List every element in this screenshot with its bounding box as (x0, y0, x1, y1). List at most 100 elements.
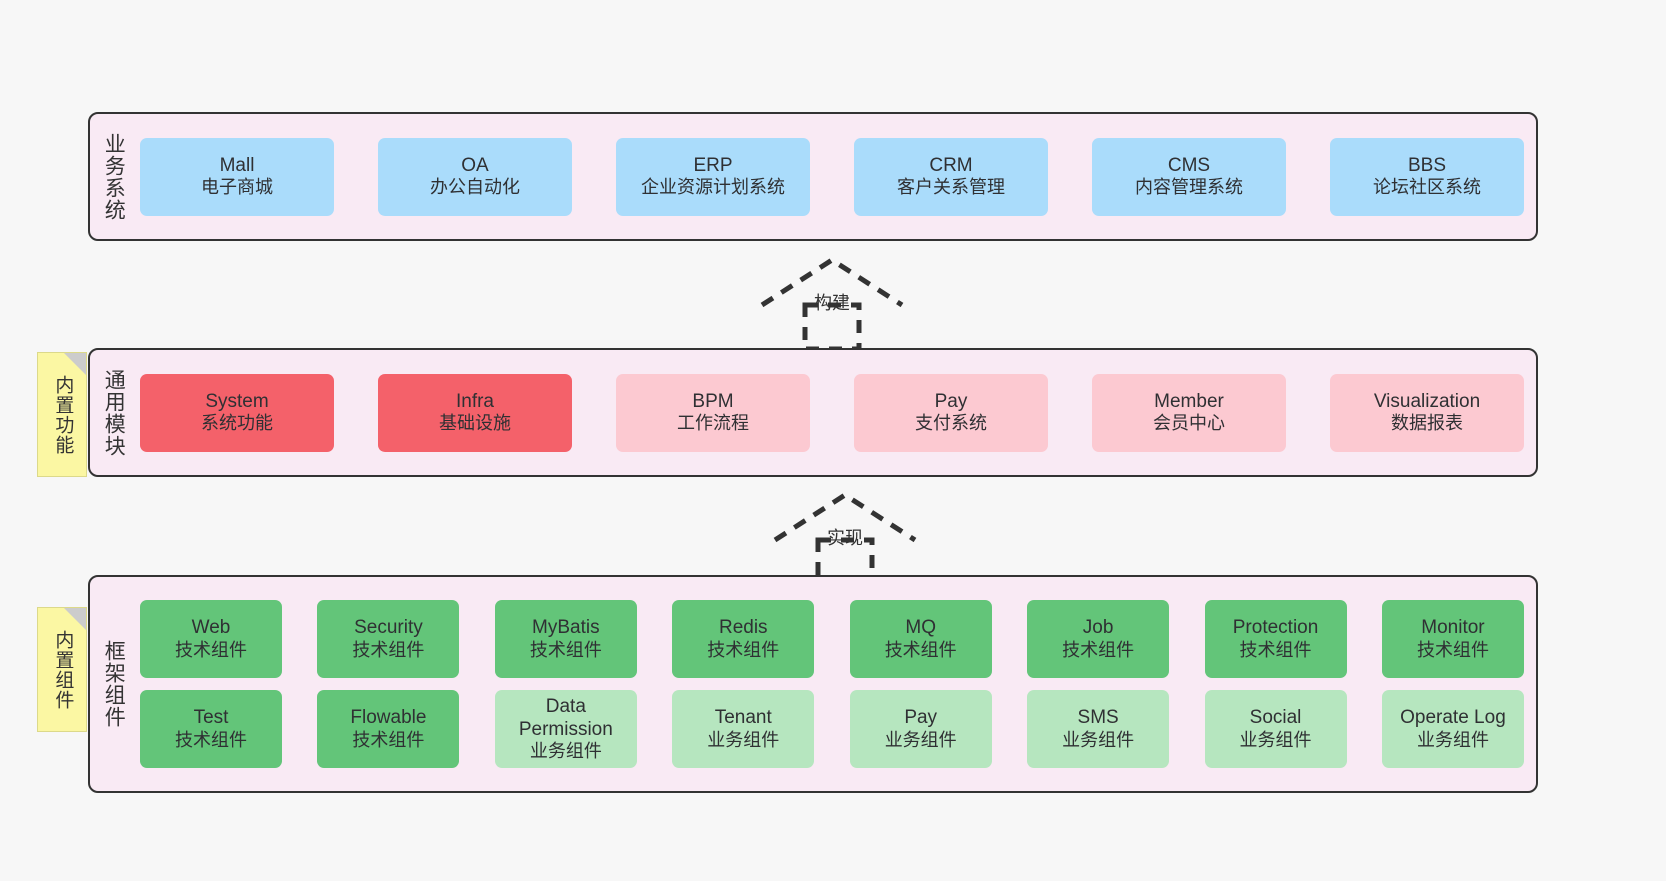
card-subtitle: 业务组件 (1062, 729, 1135, 750)
card-visualization[interactable]: Visualization 数据报表 (1330, 373, 1524, 452)
card-mybatis[interactable]: MyBatis 技术组件 (494, 600, 637, 678)
note-builtin-feature: 内置功能 (37, 352, 87, 477)
card-title: Protection (1232, 617, 1319, 639)
card-redis[interactable]: Redis 技术组件 (672, 600, 815, 678)
layer-body-business: Mall 电子商城 OA 办公自动化 ERP 企业资源计划系统 CRM 客户关系… (136, 114, 1536, 239)
card-title: Data Permission (518, 695, 613, 741)
card-subtitle: 业务组件 (529, 741, 602, 762)
card-title: Visualization (1373, 390, 1481, 412)
card-subtitle: 支付系统 (915, 413, 987, 434)
card-subtitle: 技术组件 (175, 639, 247, 660)
card-title: OA (461, 154, 489, 176)
card-title: MQ (905, 617, 936, 639)
card-title: Monitor (1421, 617, 1485, 639)
card-subtitle: 业务组件 (1239, 729, 1312, 750)
card-title: Pay (934, 390, 968, 412)
card-title: Web (191, 617, 231, 639)
card-subtitle: 技术组件 (1239, 639, 1312, 660)
card-bbs[interactable]: BBS 论坛社区系统 (1330, 137, 1524, 216)
card-title: Job (1082, 617, 1114, 639)
layer-title-modules: 通用模块 (102, 368, 126, 457)
layer-business-systems: 业务系统 Mall 电子商城 OA 办公自动化 ERP 企业资源计划系统 CRM… (88, 112, 1538, 241)
card-pay-component[interactable]: Pay 业务组件 (849, 690, 992, 768)
layer-common-modules: 通用模块 System 系统功能 Infra 基础设施 BPM 工作流程 Pay… (88, 348, 1538, 477)
card-oa[interactable]: OA 办公自动化 (378, 137, 572, 216)
card-mq[interactable]: MQ 技术组件 (849, 600, 992, 678)
card-security[interactable]: Security 技术组件 (317, 600, 460, 678)
card-subtitle: 论坛社区系统 (1373, 177, 1481, 198)
card-title: Mall (219, 154, 255, 176)
card-member[interactable]: Member 会员中心 (1092, 373, 1286, 452)
card-subtitle: 企业资源计划系统 (641, 177, 785, 198)
arrow-implement-label: 实现 (827, 528, 863, 548)
card-cms[interactable]: CMS 内容管理系统 (1092, 137, 1286, 216)
card-title: MyBatis (532, 617, 600, 639)
card-title: Infra (455, 390, 495, 412)
arrow-build: 构建 (757, 255, 907, 352)
card-subtitle: 系统功能 (201, 413, 273, 434)
note-label: 内置功能 (52, 374, 74, 455)
card-bpm[interactable]: BPM 工作流程 (616, 373, 810, 452)
layer-body-framework: Web 技术组件 Security 技术组件 MyBatis 技术组件 Redi… (136, 577, 1536, 791)
card-subtitle: 会员中心 (1153, 413, 1225, 434)
card-data-permission[interactable]: Data Permission 业务组件 (494, 690, 637, 768)
card-sms[interactable]: SMS 业务组件 (1027, 690, 1170, 768)
card-monitor[interactable]: Monitor 技术组件 (1381, 600, 1524, 678)
card-subtitle: 技术组件 (707, 639, 780, 660)
card-subtitle: 电子商城 (201, 177, 273, 198)
card-title: Redis (718, 617, 768, 639)
card-title: System (205, 390, 269, 412)
card-subtitle: 客户关系管理 (897, 177, 1005, 198)
card-subtitle: 技术组件 (529, 639, 602, 660)
card-title: Operate Log (1400, 707, 1506, 729)
card-erp[interactable]: ERP 企业资源计划系统 (616, 137, 810, 216)
card-title: CRM (929, 154, 973, 176)
card-title: Test (193, 707, 229, 729)
card-subtitle: 技术组件 (1062, 639, 1135, 660)
card-subtitle: 内容管理系统 (1135, 177, 1243, 198)
card-job[interactable]: Job 技术组件 (1027, 600, 1170, 678)
card-title: BBS (1407, 154, 1447, 176)
card-title: SMS (1077, 707, 1119, 729)
card-web[interactable]: Web 技术组件 (140, 600, 282, 678)
card-protection[interactable]: Protection 技术组件 (1204, 600, 1347, 678)
note-builtin-component: 内置组件 (37, 607, 87, 732)
card-subtitle: 技术组件 (1416, 639, 1489, 660)
card-title: Security (354, 617, 423, 639)
card-operate-log[interactable]: Operate Log 业务组件 (1381, 690, 1524, 768)
card-infra[interactable]: Infra 基础设施 (378, 373, 572, 452)
card-subtitle: 工作流程 (677, 413, 749, 434)
card-subtitle: 业务组件 (1416, 729, 1489, 750)
card-mall[interactable]: Mall 电子商城 (140, 137, 334, 216)
layer-title-business: 业务系统 (102, 132, 126, 221)
card-social[interactable]: Social 业务组件 (1204, 690, 1347, 768)
card-crm[interactable]: CRM 客户关系管理 (854, 137, 1048, 216)
card-subtitle: 技术组件 (884, 639, 957, 660)
layer-framework-components: 框架组件 Web 技术组件 Security 技术组件 MyBatis 技术组件… (88, 575, 1538, 793)
framework-row-business: Test 技术组件 Flowable 技术组件 Data Permission … (140, 690, 1524, 768)
card-title: Social (1249, 707, 1302, 729)
framework-row-tech: Web 技术组件 Security 技术组件 MyBatis 技术组件 Redi… (140, 600, 1524, 678)
card-flowable[interactable]: Flowable 技术组件 (317, 690, 460, 768)
card-title: ERP (693, 154, 733, 176)
card-title: Pay (904, 707, 938, 729)
arrow-build-label: 构建 (814, 293, 850, 313)
layer-body-modules: System 系统功能 Infra 基础设施 BPM 工作流程 Pay 支付系统… (136, 350, 1536, 475)
card-subtitle: 办公自动化 (430, 177, 520, 198)
card-title: Flowable (350, 707, 427, 729)
card-subtitle: 技术组件 (175, 729, 247, 750)
card-subtitle: 业务组件 (884, 729, 957, 750)
card-subtitle: 技术组件 (352, 729, 425, 750)
card-subtitle: 基础设施 (439, 413, 511, 434)
card-subtitle: 业务组件 (707, 729, 780, 750)
card-subtitle: 技术组件 (352, 639, 425, 660)
card-system[interactable]: System 系统功能 (140, 373, 334, 452)
card-subtitle: 数据报表 (1391, 413, 1463, 434)
card-tenant[interactable]: Tenant 业务组件 (672, 690, 815, 768)
arrow-implement: 实现 (770, 490, 920, 587)
card-pay-module[interactable]: Pay 支付系统 (854, 373, 1048, 452)
card-test[interactable]: Test 技术组件 (140, 690, 282, 768)
card-title: Member (1154, 390, 1224, 412)
card-title: CMS (1167, 154, 1211, 176)
